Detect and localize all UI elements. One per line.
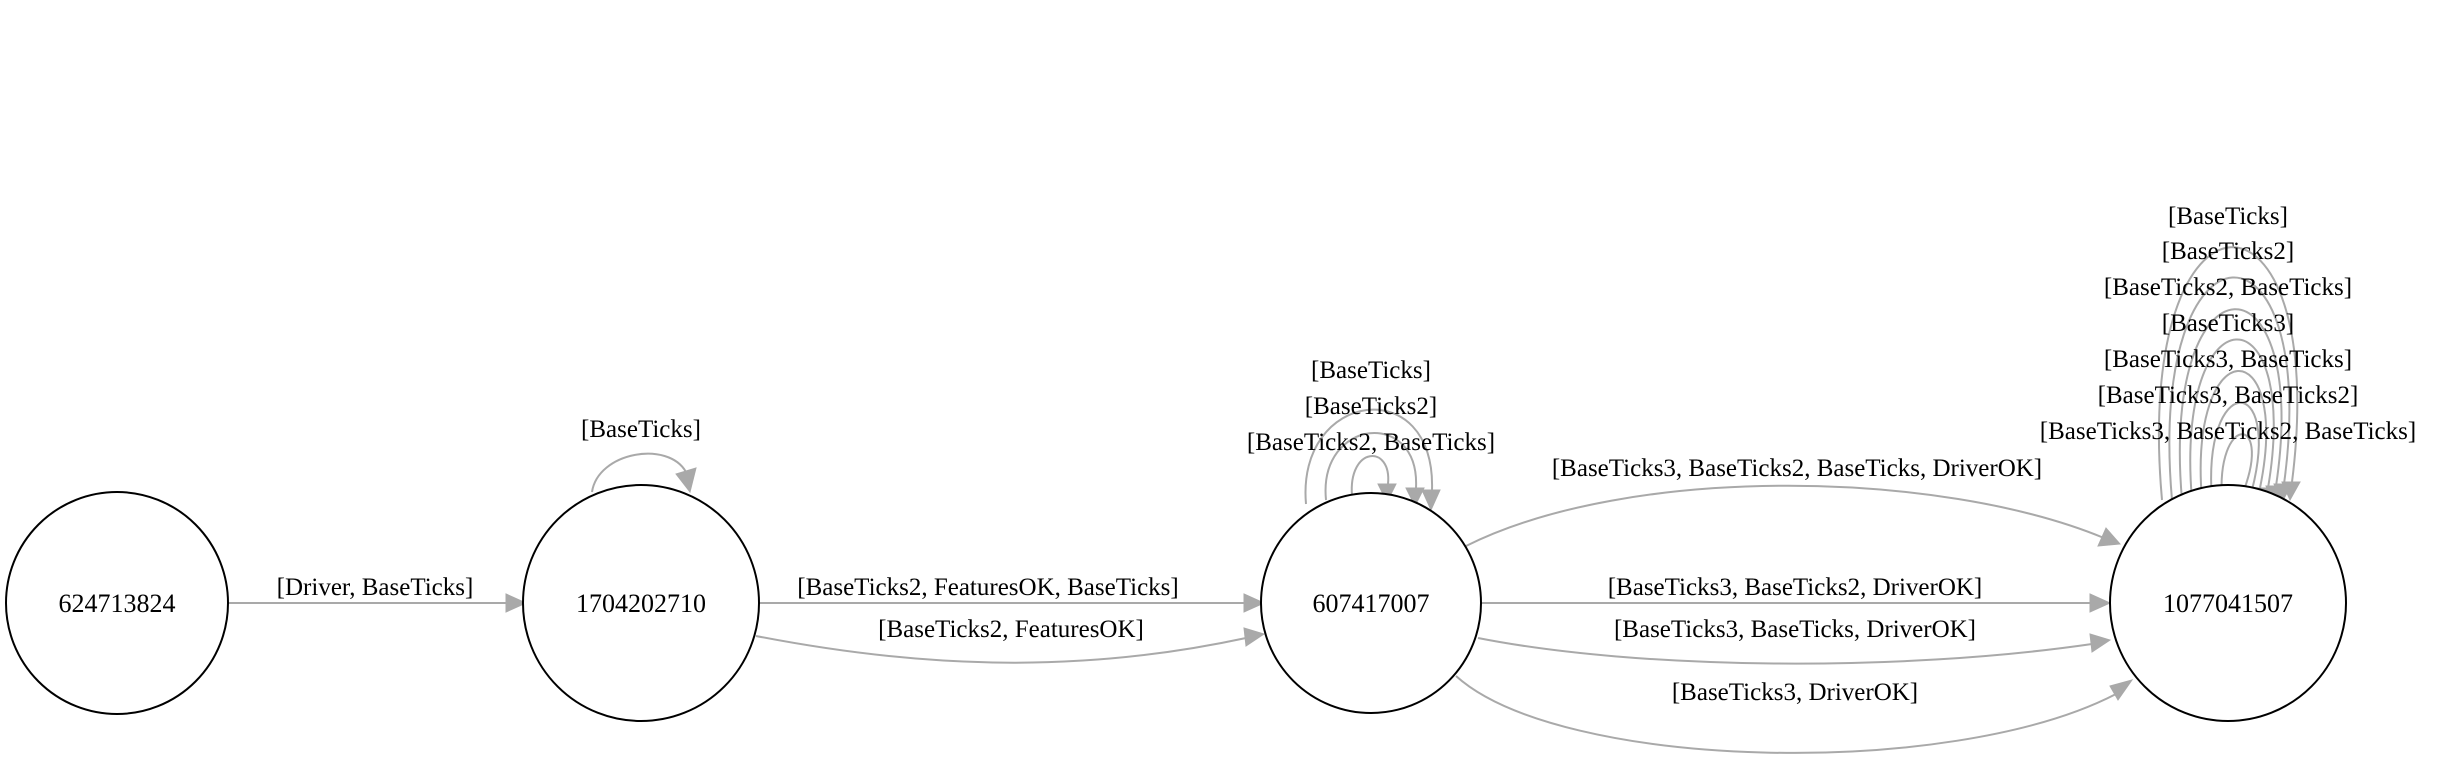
edge-607417007-self-loop-c: [BaseTicks2, BaseTicks] [1247, 429, 1495, 504]
arrow-head [1421, 489, 1441, 512]
edge-1077041507-self-loop-e: [BaseTicks3, BaseTicks] [2104, 346, 2352, 508]
edge-path [2157, 246, 2299, 501]
node-circle[interactable] [522, 484, 760, 722]
arrow-head [1243, 593, 1266, 613]
arrow-head [2109, 679, 2134, 701]
edge-label: [BaseTicks] [2168, 203, 2288, 230]
edge-1077041507-self-loop-b: [BaseTicks2] [2162, 238, 2294, 504]
edge-607417007-to-1077041507-c: [BaseTicks3, BaseTicks, DriverOK] [1477, 616, 2112, 665]
arrow-head [2089, 593, 2112, 613]
edge-1077041507-self-loop-a: [BaseTicks] [2157, 203, 2301, 502]
arrow-head [1405, 487, 1425, 508]
edge-607417007-self-loop-a: [BaseTicks] [1304, 357, 1441, 512]
edge-1077041507-self-loop-f: [BaseTicks3, BaseTicks2] [2098, 382, 2359, 510]
edge-path [2189, 338, 2275, 501]
node-label: 607417007 [1313, 589, 1430, 618]
edge-label: [Driver, BaseTicks] [277, 574, 474, 601]
edge-path [2168, 276, 2291, 501]
node-label: 1077041507 [2163, 589, 2293, 618]
edge-624713824-to-1704202710: [Driver, BaseTicks] [228, 574, 528, 613]
node-1077041507[interactable]: 1077041507 [2109, 484, 2347, 722]
edge-1077041507-self-loop-c: [BaseTicks2, BaseTicks] [2104, 274, 2352, 506]
edge-label: [BaseTicks3, BaseTicks, DriverOK] [1614, 616, 1976, 643]
node-624713824[interactable]: 624713824 [5, 491, 229, 715]
edge-1704202710-to-607417007-b: [BaseTicks2, FeaturesOK] [755, 616, 1266, 664]
edge-607417007-to-1077041507-a: [BaseTicks3, BaseTicks2, BaseTicks, Driv… [1465, 455, 2122, 547]
nodes-layer: 624713824 1704202710 607417007 107704150… [5, 484, 2347, 722]
node-circle[interactable] [1260, 492, 1482, 714]
edge-path [1477, 637, 2093, 665]
edge-path [591, 452, 687, 493]
edge-label: [BaseTicks3, BaseTicks2, BaseTicks] [2040, 418, 2416, 445]
edge-path [755, 635, 1247, 664]
edge-label: [BaseTicks3, DriverOK] [1672, 679, 1918, 706]
node-1704202710[interactable]: 1704202710 [522, 484, 760, 722]
edge-label: [BaseTicks2] [1305, 393, 1437, 420]
arrow-head [1243, 627, 1266, 647]
edge-label: [BaseTicks] [1311, 357, 1431, 384]
edge-path [1350, 455, 1390, 497]
edge-label: [BaseTicks3, BaseTicks2, DriverOK] [1608, 574, 1983, 601]
edge-path [1465, 484, 2105, 547]
edge-label: [BaseTicks2] [2162, 238, 2294, 265]
edge-607417007-to-1077041507-b: [BaseTicks3, BaseTicks2, DriverOK] [1480, 574, 2112, 613]
node-label: 1704202710 [576, 589, 706, 618]
edge-1704202710-self-loop: [BaseTicks] [581, 416, 701, 494]
arrow-head [675, 467, 697, 494]
edge-path [1304, 408, 1434, 505]
edges-layer: [Driver, BaseTicks] [BaseTicks] [BaseTic… [228, 203, 2416, 754]
edge-607417007-self-loop-b: [BaseTicks2] [1305, 393, 1437, 508]
edge-label: [BaseTicks3, BaseTicks2] [2098, 382, 2359, 409]
edge-label: [BaseTicks2, FeaturesOK, BaseTicks] [797, 574, 1178, 601]
edge-path [1324, 431, 1418, 501]
edge-label: [BaseTicks] [581, 416, 701, 443]
edge-path [1455, 675, 2117, 754]
edge-label: [BaseTicks3] [2162, 310, 2294, 337]
node-607417007[interactable]: 607417007 [1260, 492, 1482, 714]
edge-path [2199, 370, 2268, 501]
edge-path [2210, 401, 2260, 501]
edge-label: [BaseTicks3, BaseTicks] [2104, 346, 2352, 373]
arrow-head [2097, 527, 2122, 547]
edge-1704202710-to-607417007-a: [BaseTicks2, FeaturesOK, BaseTicks] [758, 574, 1266, 613]
node-circle[interactable] [5, 491, 229, 715]
edge-path [2220, 433, 2253, 501]
edge-label: [BaseTicks2, BaseTicks] [1247, 429, 1495, 456]
edge-label: [BaseTicks3, BaseTicks2, BaseTicks, Driv… [1552, 455, 2042, 482]
edge-label: [BaseTicks2, FeaturesOK] [878, 616, 1144, 643]
edge-607417007-to-1077041507-d: [BaseTicks3, DriverOK] [1455, 675, 2134, 754]
node-circle[interactable] [2109, 484, 2347, 722]
arrow-head [2089, 633, 2112, 653]
edge-label: [BaseTicks2, BaseTicks] [2104, 274, 2352, 301]
arrow-head [505, 593, 528, 613]
node-label: 624713824 [59, 589, 176, 618]
edge-path [2178, 308, 2283, 501]
